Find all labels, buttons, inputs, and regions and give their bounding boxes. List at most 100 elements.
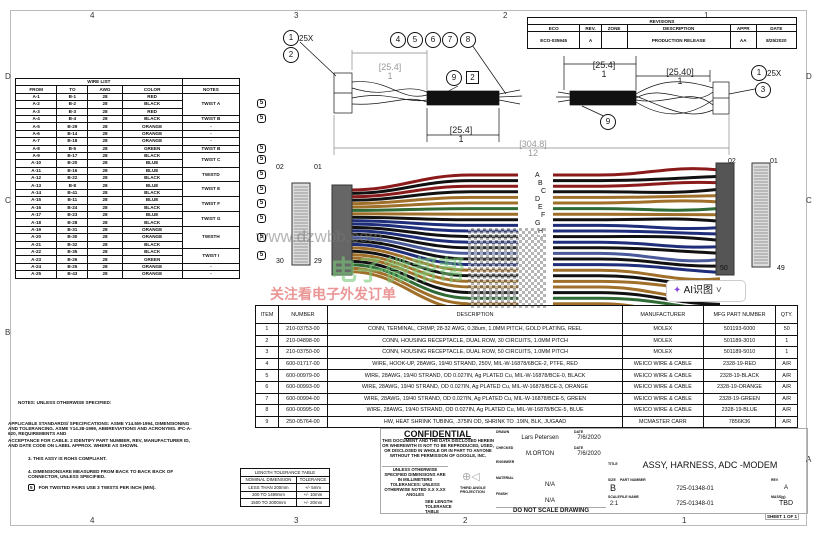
dimension-overall-inch: 12 bbox=[527, 148, 538, 158]
wire-cell: 28 bbox=[87, 144, 123, 153]
wire-cell: A-16 bbox=[14, 203, 58, 213]
pin-label: 49 bbox=[777, 265, 785, 272]
finish-label: FINISH bbox=[496, 492, 508, 496]
wire bbox=[553, 167, 721, 177]
bom-cell: WEICO WIRE & CABLE bbox=[622, 357, 704, 371]
revision-cell: A bbox=[579, 31, 602, 49]
file-name: 725-01348-01 bbox=[676, 501, 714, 507]
bom-cell: 8 bbox=[255, 404, 279, 417]
drawn-date: 7/6/2020 bbox=[577, 435, 601, 441]
wire-cell: BLACK bbox=[121, 247, 183, 257]
scale: 2:1 bbox=[609, 501, 619, 507]
part-number-label: PART NUMBER bbox=[620, 478, 646, 482]
wire-cell: ORANGE bbox=[121, 137, 183, 146]
wire bbox=[349, 242, 518, 267]
wire-note: TWIST C bbox=[181, 151, 241, 168]
harness-side-view bbox=[299, 41, 761, 155]
wire-note: TWIST I bbox=[181, 247, 241, 264]
connector-30-pin bbox=[331, 184, 353, 276]
balloon-item-8: 8 bbox=[460, 32, 476, 48]
bom-cell: 2 bbox=[255, 334, 279, 348]
rev-label: REV bbox=[771, 478, 779, 482]
bom-column-header: QTY. bbox=[775, 305, 798, 324]
dimension: [25.4] bbox=[378, 62, 402, 72]
zone-label: 4 bbox=[90, 516, 95, 525]
bom-cell: 2328-19-ORANGE bbox=[702, 380, 777, 394]
balloon-item-4: 4 bbox=[390, 32, 406, 48]
zone-label: C bbox=[5, 196, 11, 205]
pin-label: 29 bbox=[314, 258, 322, 265]
bom-cell: 2328-19-GREEN bbox=[702, 392, 777, 406]
wire-note: TWIST B bbox=[181, 144, 241, 153]
sheet-number: SHEET 1 OF 1 bbox=[765, 513, 800, 520]
wire bbox=[349, 270, 448, 305]
bom-cell: 7856K36 bbox=[702, 415, 777, 429]
wire-note: - bbox=[181, 262, 241, 272]
bom-column-header: MANUFACTURER bbox=[622, 305, 704, 324]
empty-cell bbox=[181, 77, 241, 87]
wire-note: - bbox=[181, 270, 241, 279]
dimension-inch: 1 bbox=[677, 76, 683, 86]
bom-cell: 210-03753-00 bbox=[277, 323, 329, 336]
zone-label: D bbox=[806, 72, 812, 81]
dimension: [25.4] bbox=[592, 60, 616, 70]
tolerance-header: NOMINAL DIMENSION bbox=[240, 475, 297, 484]
wire-cell: 28 bbox=[87, 151, 123, 161]
bom-cell: 501189-5010 bbox=[702, 346, 777, 359]
wire bbox=[349, 229, 518, 244]
twist-label: F bbox=[541, 212, 546, 219]
sparkle-icon: ✦ bbox=[673, 285, 684, 296]
bom-cell: 6 bbox=[255, 380, 279, 394]
ai-recognize-button[interactable]: ✦ AI识图 ˅ bbox=[666, 280, 746, 302]
balloon-item-1: 1 bbox=[751, 65, 767, 81]
wire-cell: RED bbox=[121, 107, 183, 116]
twist-label: H bbox=[538, 228, 544, 235]
pin-label: 02 bbox=[276, 164, 284, 171]
see-length-tolerance: SEE LENGTH TOLERANCE TABLE bbox=[425, 499, 453, 514]
wire-cell: B-23 bbox=[56, 211, 89, 220]
wire-cell: GREEN bbox=[121, 144, 183, 153]
bom-cell: WIRE, HOOK-UP, 28AWG, 19/40 STRAND, 250V… bbox=[326, 357, 624, 371]
wire-cell: A-17 bbox=[14, 211, 58, 220]
bom-cell: A/R bbox=[775, 357, 798, 371]
bom-cell: WIRE, 28AWG, 19/40 STRAND, OD 0.027IN, A… bbox=[326, 404, 624, 417]
wire-cell: BLACK bbox=[121, 203, 183, 213]
part-number: 725-01348-01 bbox=[676, 486, 714, 492]
confidential-text: THIS DOCUMENT AND THE DATA DISCLOSED HER… bbox=[382, 438, 494, 458]
wire-cell: 28 bbox=[87, 107, 123, 116]
balloon-item-2: 2 bbox=[283, 47, 299, 63]
note-flag-5: 5 bbox=[257, 214, 266, 224]
zone-label: 1 bbox=[704, 11, 709, 20]
wire-cell: 28 bbox=[87, 174, 123, 183]
title-label: TITLE bbox=[608, 462, 618, 466]
wire-cell: A-15 bbox=[14, 196, 58, 205]
checked-label: CHECKED bbox=[496, 446, 514, 450]
dimension: [25.4] bbox=[449, 125, 473, 135]
column-header: COLOR bbox=[121, 85, 183, 94]
note-1: APPLICABLE STANDARDS/ SPECIFICATIONS: AS… bbox=[8, 421, 192, 436]
qr-code bbox=[468, 228, 546, 308]
wire-cell: BLACK bbox=[121, 174, 183, 183]
wire-cell: B-3 bbox=[56, 107, 89, 116]
bom-cell: MOLEX bbox=[622, 334, 704, 348]
wire bbox=[553, 263, 721, 274]
wire-cell: 28 bbox=[87, 92, 123, 102]
pin-label: 50 bbox=[720, 265, 728, 272]
wire-cell: 28 bbox=[87, 247, 123, 257]
wire-cell: GREEN bbox=[121, 255, 183, 264]
wire bbox=[553, 229, 721, 236]
wire-cell: B-22 bbox=[56, 174, 89, 183]
wire-cell: B-35 bbox=[56, 247, 89, 257]
bom-cell: 501189-3010 bbox=[702, 334, 777, 348]
note-5: FOR TWISTED PAIRS USE 3 TWISTS PER INCH … bbox=[38, 485, 156, 490]
